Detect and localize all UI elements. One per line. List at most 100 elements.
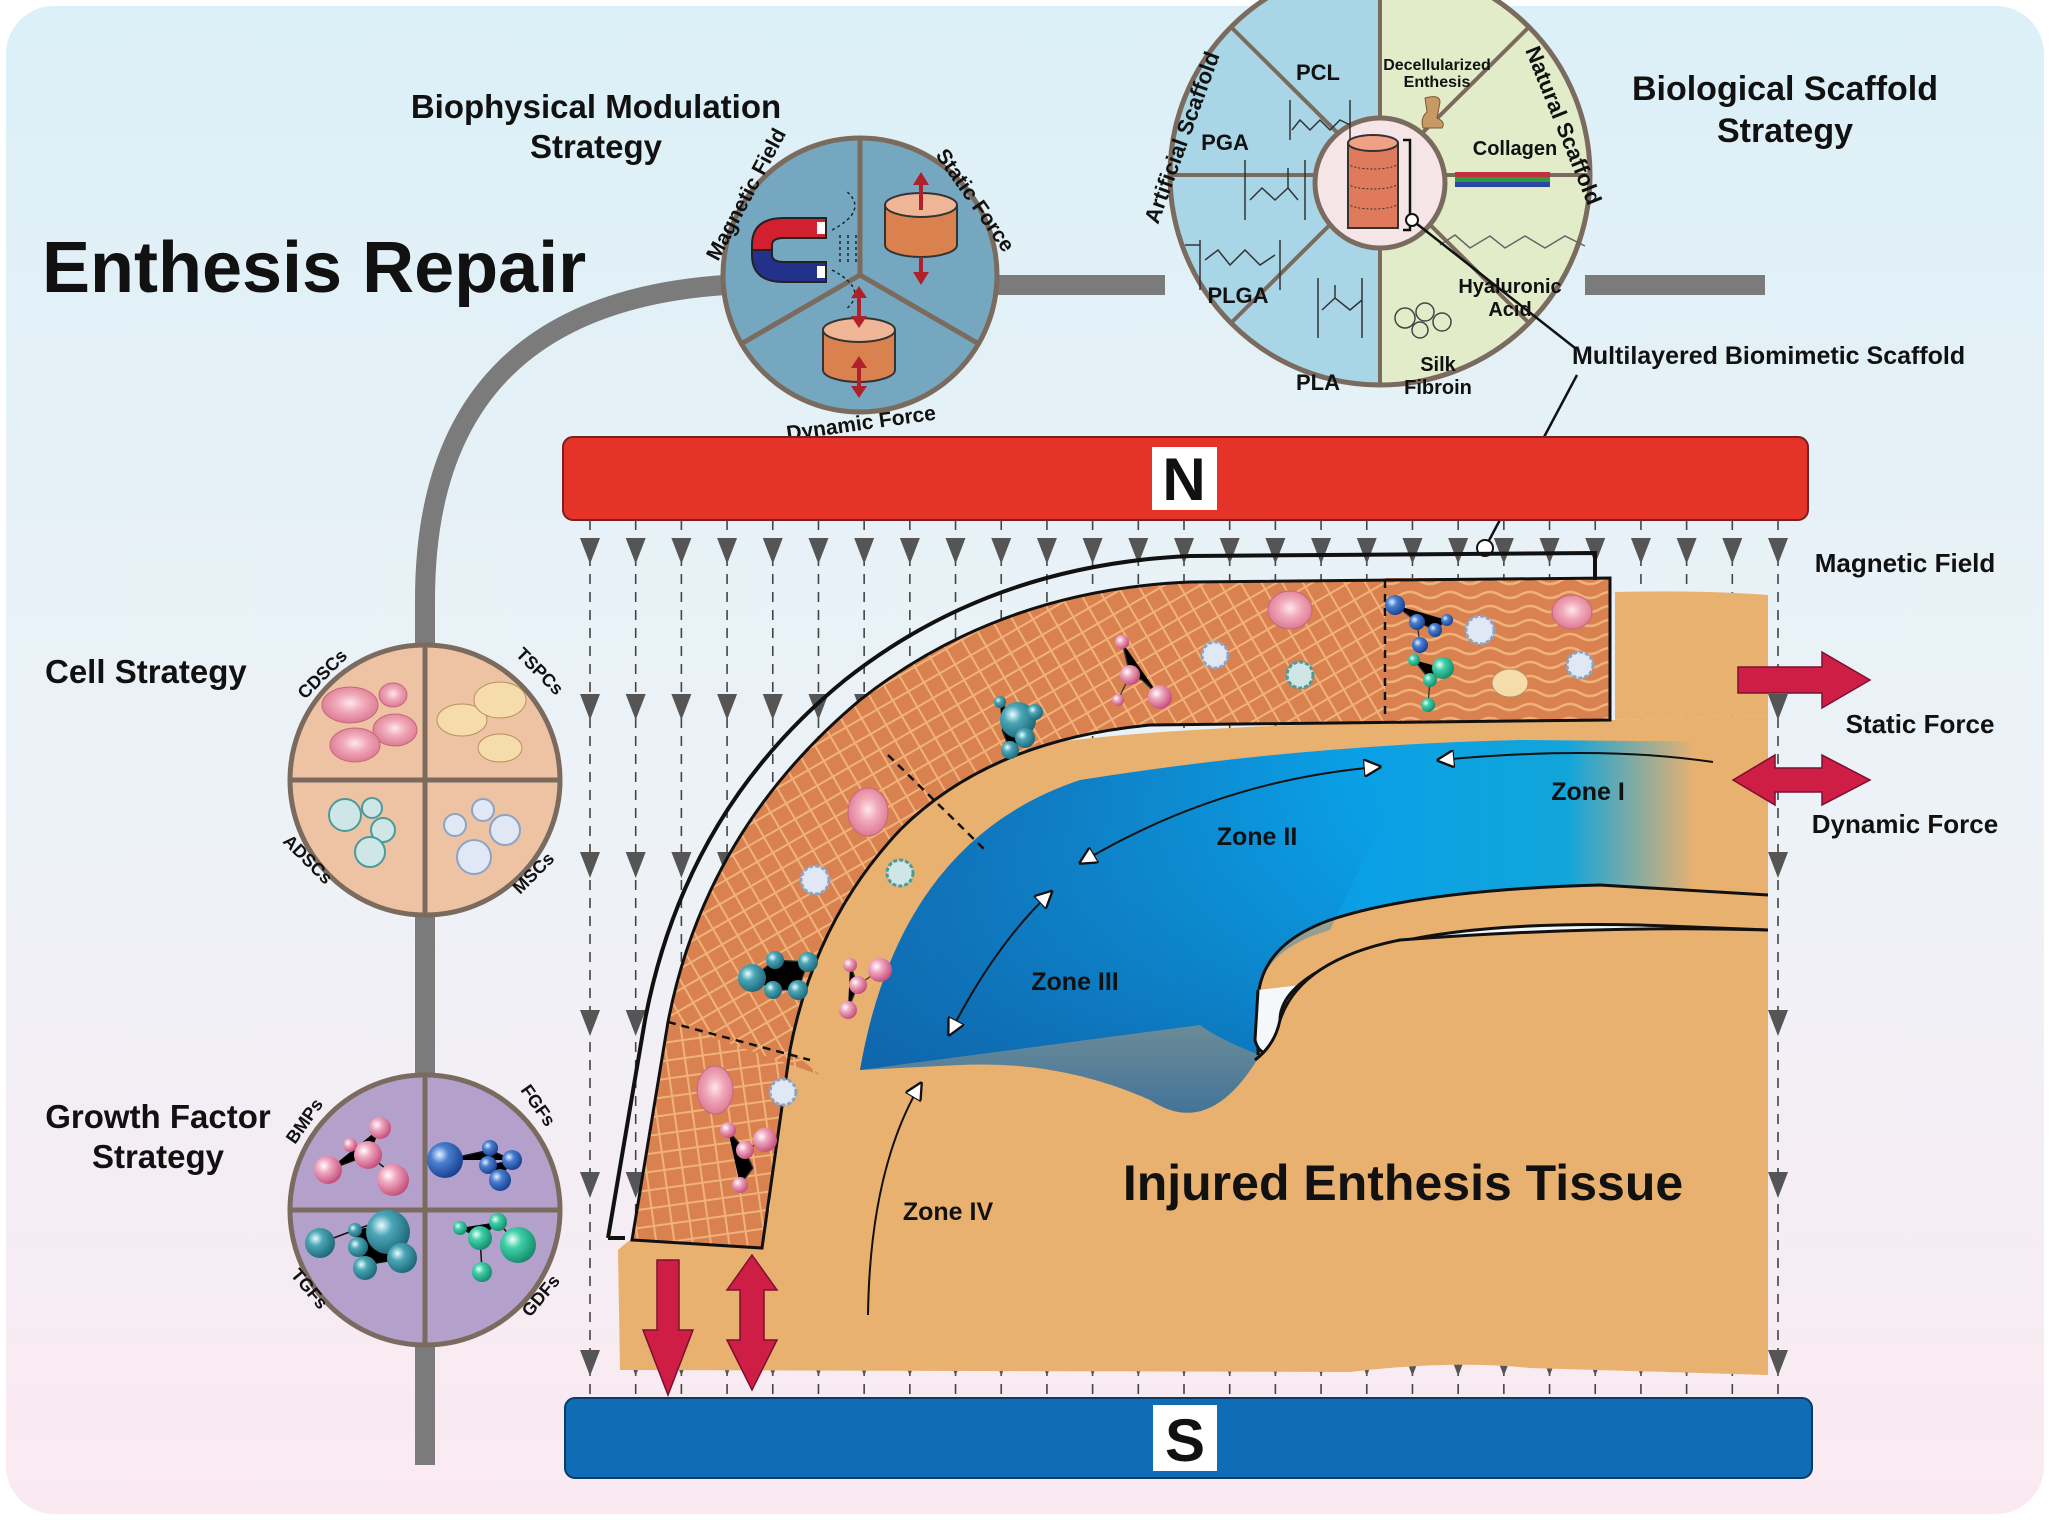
collagen-fiber-icon: [1455, 172, 1550, 187]
static-force-arrow-icon: [1737, 650, 1872, 710]
field-arrow-icon: [1174, 538, 1194, 564]
scaffold-fibroin: Fibroin: [1404, 377, 1472, 399]
zone-iv-arrow: [867, 1085, 920, 1316]
gdfs-molecule-icon: [453, 1213, 536, 1282]
scaffold-pla: PLA: [1296, 370, 1340, 395]
static-force-cylinder-icon: [884, 172, 958, 285]
field-arrow-icon: [625, 1010, 646, 1036]
field-arrow-icon: [1630, 538, 1651, 564]
field-arrow-icon: [671, 538, 692, 564]
zone-ii-arrow: [1082, 767, 1378, 862]
scaffold-decellularized: Decellularized: [1383, 57, 1491, 74]
zone-iii-arrow: [950, 893, 1050, 1033]
silk-fibroin-icon: [1394, 302, 1452, 339]
field-arrow-icon: [580, 1350, 600, 1376]
field-arrow-icon: [1768, 694, 1788, 720]
field-arrow-icon: [1082, 538, 1103, 564]
field-arrow-icon: [1448, 538, 1469, 564]
field-arrow-icon: [762, 538, 783, 564]
field-arrow-icon: [671, 852, 692, 878]
field-arrow-icon: [1036, 538, 1057, 564]
field-arrow-icon: [854, 538, 875, 564]
south-label: S: [1165, 1407, 1205, 1474]
scaffold-collagen: Collagen: [1473, 138, 1557, 160]
field-arrow-icon: [1356, 538, 1377, 564]
static-force-vertical-arrow-icon: [641, 1259, 695, 1398]
callout-multilayered-scaffold: Multilayered Biomimetic Scaffold: [1572, 342, 1965, 370]
bmps-molecule-icon: [314, 1117, 409, 1196]
zone-i-arrow: [1440, 753, 1714, 762]
biological-heading-line2: Strategy: [1717, 112, 1853, 150]
field-arrow-icon: [1265, 538, 1286, 564]
magnet-icon: [751, 189, 857, 311]
biophysical-heading-line1: Biophysical Modulation: [411, 88, 781, 125]
dynamic-force-label: Dynamic Force: [1812, 809, 1998, 839]
growth-factor-strategy: Growth Factor Strategy BMPs FGFs: [45, 1072, 564, 1348]
biological-heading-line1: Biological Scaffold: [1632, 70, 1938, 108]
scaffold-hyaluronic: Hyaluronic: [1458, 276, 1561, 298]
field-arrow-icon: [1219, 538, 1240, 564]
cell-heading: Cell Strategy: [45, 653, 247, 690]
field-arrow-icon: [580, 852, 600, 878]
zone-iii-label: Zone III: [1031, 968, 1119, 996]
hyaluronic-acid-structure-icon: [1439, 234, 1586, 249]
connector-lines: [415, 275, 1765, 1465]
field-arrow-icon: [717, 538, 738, 564]
tgfs-molecule-icon: [305, 1210, 417, 1280]
field-arrow-icon: [1676, 538, 1697, 564]
tissue-label: Injured Enthesis Tissue: [1123, 1155, 1683, 1211]
field-arrow-icon: [671, 694, 692, 720]
field-arrow-icon: [991, 538, 1012, 564]
biophysical-strategy: Biophysical Modulation Strategy Magnetic…: [411, 88, 1019, 445]
dynamic-force-arrow-icon: [1731, 753, 1872, 807]
biophysical-heading-line2: Strategy: [530, 128, 663, 165]
field-arrow-icon: [717, 694, 738, 720]
field-arrow-icon: [580, 1172, 600, 1198]
scaffold-pcl: PCL: [1296, 60, 1340, 85]
static-force-label: Static Force: [1846, 709, 1995, 739]
field-arrow-icon: [1768, 538, 1788, 564]
field-arrow-icon: [1128, 538, 1149, 564]
force-arrows: [641, 650, 1872, 1398]
tspcs-cells-icon: [436, 681, 527, 763]
decellularized-enthesis-icon: [1421, 96, 1444, 129]
scaffold-plga: PLGA: [1207, 283, 1268, 308]
scaffold-enthesis: Enthesis: [1404, 74, 1471, 91]
scaffold-silk: Silk: [1420, 354, 1456, 376]
field-arrow-icon: [625, 694, 646, 720]
field-arrow-icon: [1768, 852, 1788, 878]
zone-arrows: [867, 753, 1714, 1316]
growth-heading-line2: Strategy: [92, 1138, 225, 1175]
page-title: Enthesis Repair: [42, 228, 586, 308]
field-arrow-icon: [625, 852, 646, 878]
field-arrow-icon: [580, 694, 600, 720]
south-pole-bar: S: [564, 1397, 1813, 1479]
field-arrow-icon: [1402, 538, 1423, 564]
cell-strategy: Cell Strategy CDSCs TSPCs ADSCs MSCs: [45, 642, 567, 918]
field-arrow-icon: [1311, 538, 1332, 564]
mscs-cells-icon: [443, 798, 521, 875]
field-arrow-icon: [625, 538, 646, 564]
field-arrow-icon: [1768, 1172, 1788, 1198]
field-arrow-icon: [1722, 538, 1743, 564]
multilayer-cylinder-icon: [1347, 134, 1412, 232]
scaffold-cells: [696, 590, 1595, 1193]
field-arrow-icon: [580, 1010, 600, 1036]
magnetic-field-label: Magnetic Field: [1815, 548, 1996, 578]
field-arrow-icon: [580, 538, 600, 564]
field-arrow-icon: [1768, 1010, 1788, 1036]
field-arrow-icon: [762, 694, 783, 720]
fgfs-molecule-icon: [427, 1140, 522, 1191]
cdscs-cells-icon: [321, 682, 418, 763]
zone-ii-label: Zone II: [1217, 823, 1298, 851]
field-arrow-icon: [945, 538, 966, 564]
dynamic-force-cylinder-icon: [822, 286, 896, 398]
north-pole-bar: N: [562, 436, 1809, 521]
scaffold-pga: PGA: [1201, 130, 1249, 155]
growth-heading-line1: Growth Factor: [45, 1098, 271, 1135]
zone-i-label: Zone I: [1551, 778, 1625, 806]
field-arrow-icon: [808, 538, 829, 564]
field-arrow-icon: [1493, 538, 1514, 564]
field-arrow-icon: [899, 538, 920, 564]
